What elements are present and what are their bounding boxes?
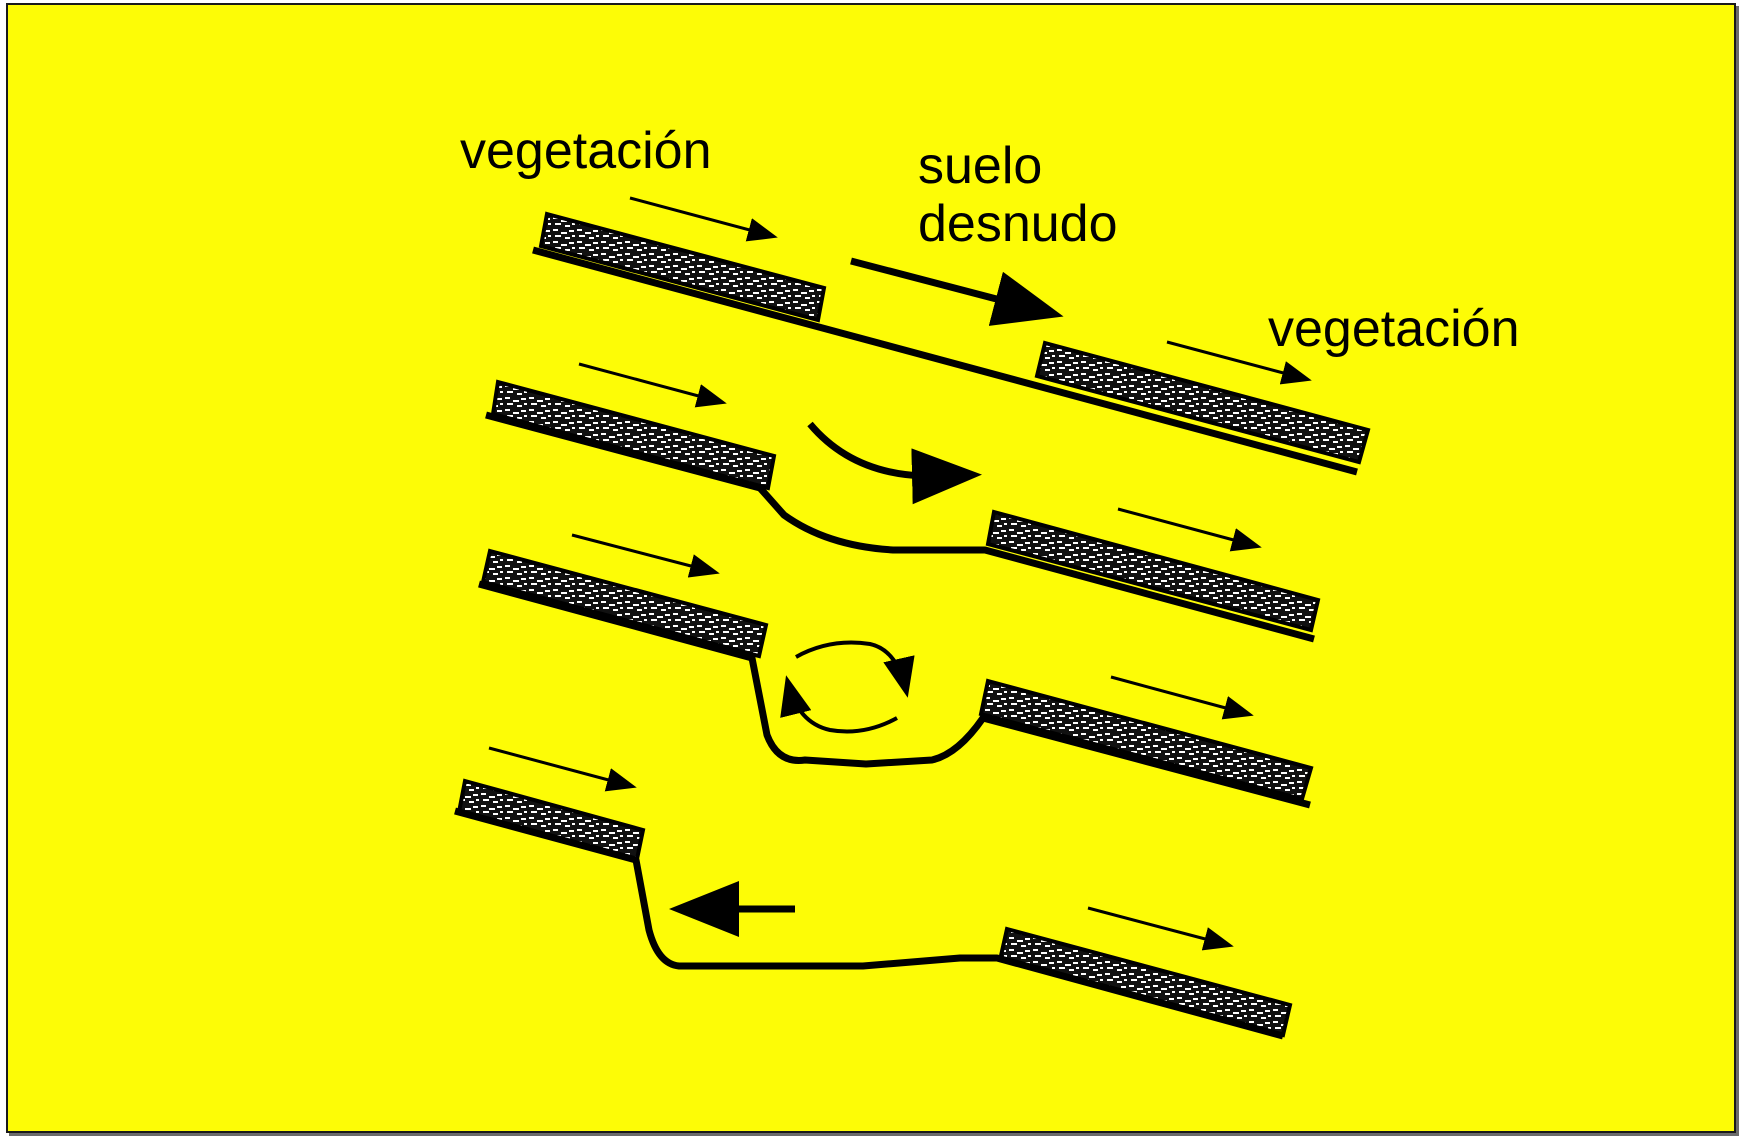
slope-line (532, 246, 1358, 476)
flow-arrow (1087, 906, 1234, 951)
flow-arrow-strong (850, 257, 1064, 326)
label-vegetation-left: vegetación (460, 122, 712, 180)
stage-4 (454, 746, 1293, 1040)
stage-3 (478, 533, 1314, 809)
label-vegetation-right: vegetación (1268, 300, 1520, 358)
flow-arrow (1110, 675, 1254, 720)
vegetation-strip (480, 548, 769, 659)
flow-arrow (1166, 340, 1312, 385)
slope-line (478, 580, 1311, 809)
vortex-lower-arrow (780, 675, 898, 734)
vegetation-strip (985, 509, 1321, 633)
vegetation-strip (997, 926, 1293, 1038)
flow-arrow (488, 746, 637, 792)
flow-arrow (1117, 507, 1262, 552)
slope-line (454, 807, 1284, 1040)
stage-2 (485, 362, 1321, 643)
vegetation-strip (490, 379, 777, 491)
stage-1 (532, 196, 1371, 476)
label-bare-soil-line1: suelo (918, 137, 1043, 195)
flow-arrow (578, 362, 727, 408)
vegetation-strip (1034, 340, 1371, 465)
flow-arrow-curved (807, 421, 982, 505)
diagram-background (6, 3, 1736, 1133)
vegetation-strip (538, 211, 827, 323)
flow-arrow (571, 533, 720, 578)
label-bare-soil-line2: desnudo (918, 195, 1118, 253)
flow-arrow (629, 196, 778, 242)
vegetation-strip (978, 678, 1314, 802)
vortex-upper-arrow (795, 640, 915, 698)
slope-line (485, 411, 1315, 643)
